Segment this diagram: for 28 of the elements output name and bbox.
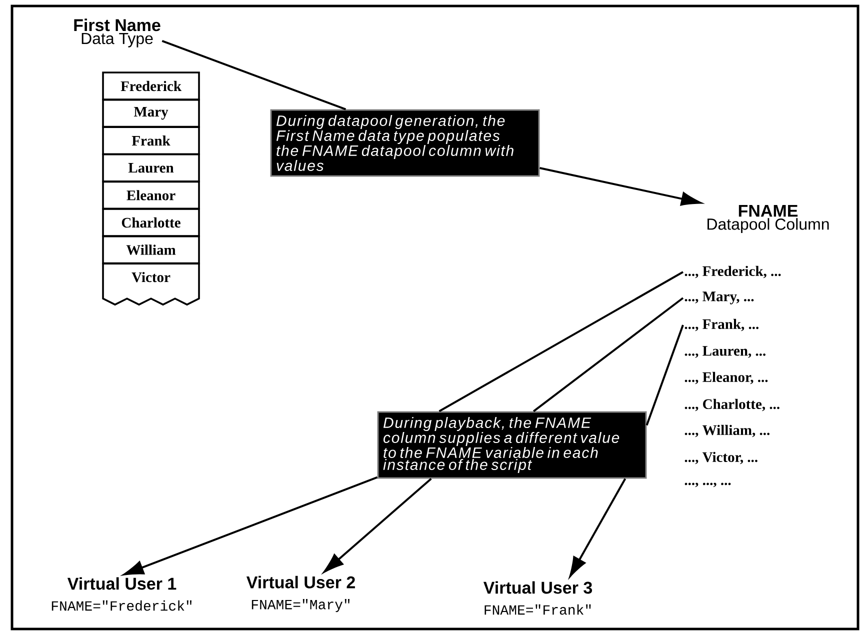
callout-box: During playback, the FNAME column supplies a different value to the FNAME variable in each instance of the script bbox=[377, 411, 647, 479]
connector-line bbox=[162, 40, 346, 110]
column-value: ..., Lauren, ... bbox=[684, 346, 766, 358]
list-cell: Frank bbox=[102, 126, 200, 155]
column-value: ..., Charlotte, ... bbox=[684, 398, 780, 412]
list-cell: Mary bbox=[102, 98, 200, 128]
list-cell: Frederick bbox=[102, 72, 200, 100]
heading: FNAME Datapool Column bbox=[708, 204, 829, 233]
column-value: ..., William, ... bbox=[684, 424, 770, 438]
column-value: ..., Frederick, ... bbox=[684, 266, 781, 278]
user-label: Virtual User 1 FNAME="Frederick" bbox=[52, 577, 192, 611]
column-value: ..., Mary, ... bbox=[684, 292, 754, 304]
list-cell: Lauren bbox=[102, 154, 200, 182]
connector-line bbox=[646, 324, 684, 426]
connector-line bbox=[438, 271, 684, 412]
list-cell: Eleanor bbox=[102, 180, 200, 210]
column-value: ..., ..., ... bbox=[684, 482, 731, 488]
user-label: Virtual User 3 FNAME="Frank" bbox=[483, 581, 592, 615]
list-cell: Charlotte bbox=[102, 208, 200, 237]
callout-box: During datapool generation, the First Name data type populates the FNAME datapool column with values bbox=[270, 109, 540, 177]
column-value: ..., Frank, ... bbox=[684, 318, 758, 332]
column-value: ..., Eleanor, ... bbox=[684, 372, 768, 384]
list-cell: Victor bbox=[102, 262, 200, 306]
heading: First Name Data Type bbox=[74, 18, 160, 48]
list-cell: William bbox=[102, 235, 200, 264]
connector-line bbox=[532, 297, 684, 412]
user-label: Virtual User 2 FNAME="Mary" bbox=[246, 576, 355, 612]
column-value: ..., Victor, ... bbox=[684, 452, 758, 464]
